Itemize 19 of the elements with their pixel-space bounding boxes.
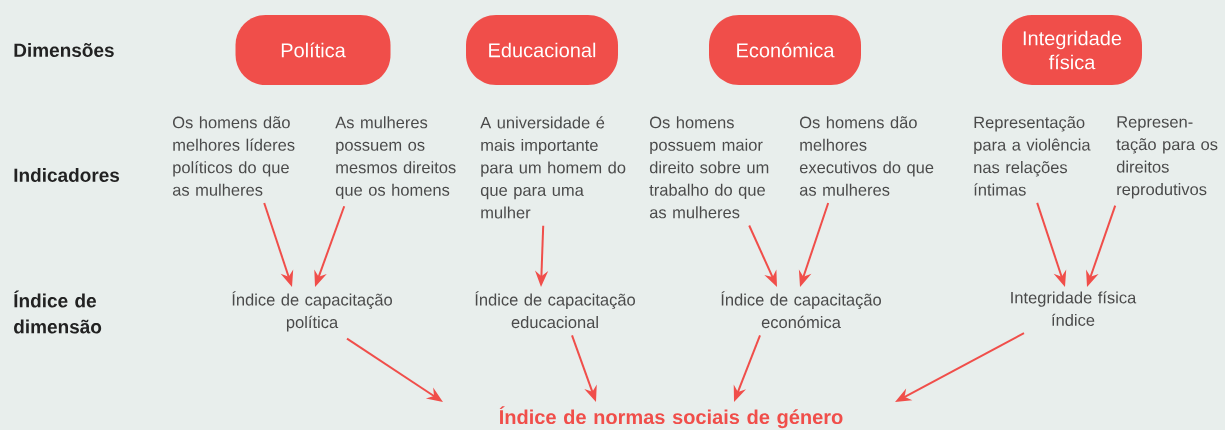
indicator-text: Os homens dão melhores executivos do que as mulheres xyxy=(799,116,934,196)
indicator-text: As mulheres possuem os mesmos direitos que os homens xyxy=(335,116,456,200)
indicator-text: Representação para a violência nas relações íntimas xyxy=(974,116,1091,196)
dimension-pill: Política xyxy=(235,15,391,85)
dimension-pill: Económica xyxy=(709,15,861,85)
index-text: Integridade física índice xyxy=(1011,291,1137,326)
row-heading: Índice de dimensão xyxy=(14,290,102,334)
index-text: Índice de capacitação política xyxy=(232,291,392,332)
dimension-pill: Integridade física xyxy=(1002,15,1142,85)
row-heading: Indicadores xyxy=(14,168,120,182)
row-heading: Dimensões xyxy=(14,43,114,57)
dimension-pill: Educacional xyxy=(466,15,618,85)
index-text: Índice de capacitação educacional xyxy=(475,291,635,329)
indicator-text: Represen-tação para os direitos reprodutivos xyxy=(1116,116,1218,199)
index-text: Índice de capacitação económica xyxy=(721,291,881,329)
indicator-text: A universidade é mais importante para um homem do que para uma mulher xyxy=(480,116,626,219)
indicator-text: Os homens dão melhores líderes políticos do que as mulheres xyxy=(172,116,295,196)
indicator-text: Os homens possuem maior direito sobre um trabalho do que as mulheres xyxy=(649,116,769,219)
final-index-text: Índice de normas sociais de género xyxy=(499,406,843,429)
